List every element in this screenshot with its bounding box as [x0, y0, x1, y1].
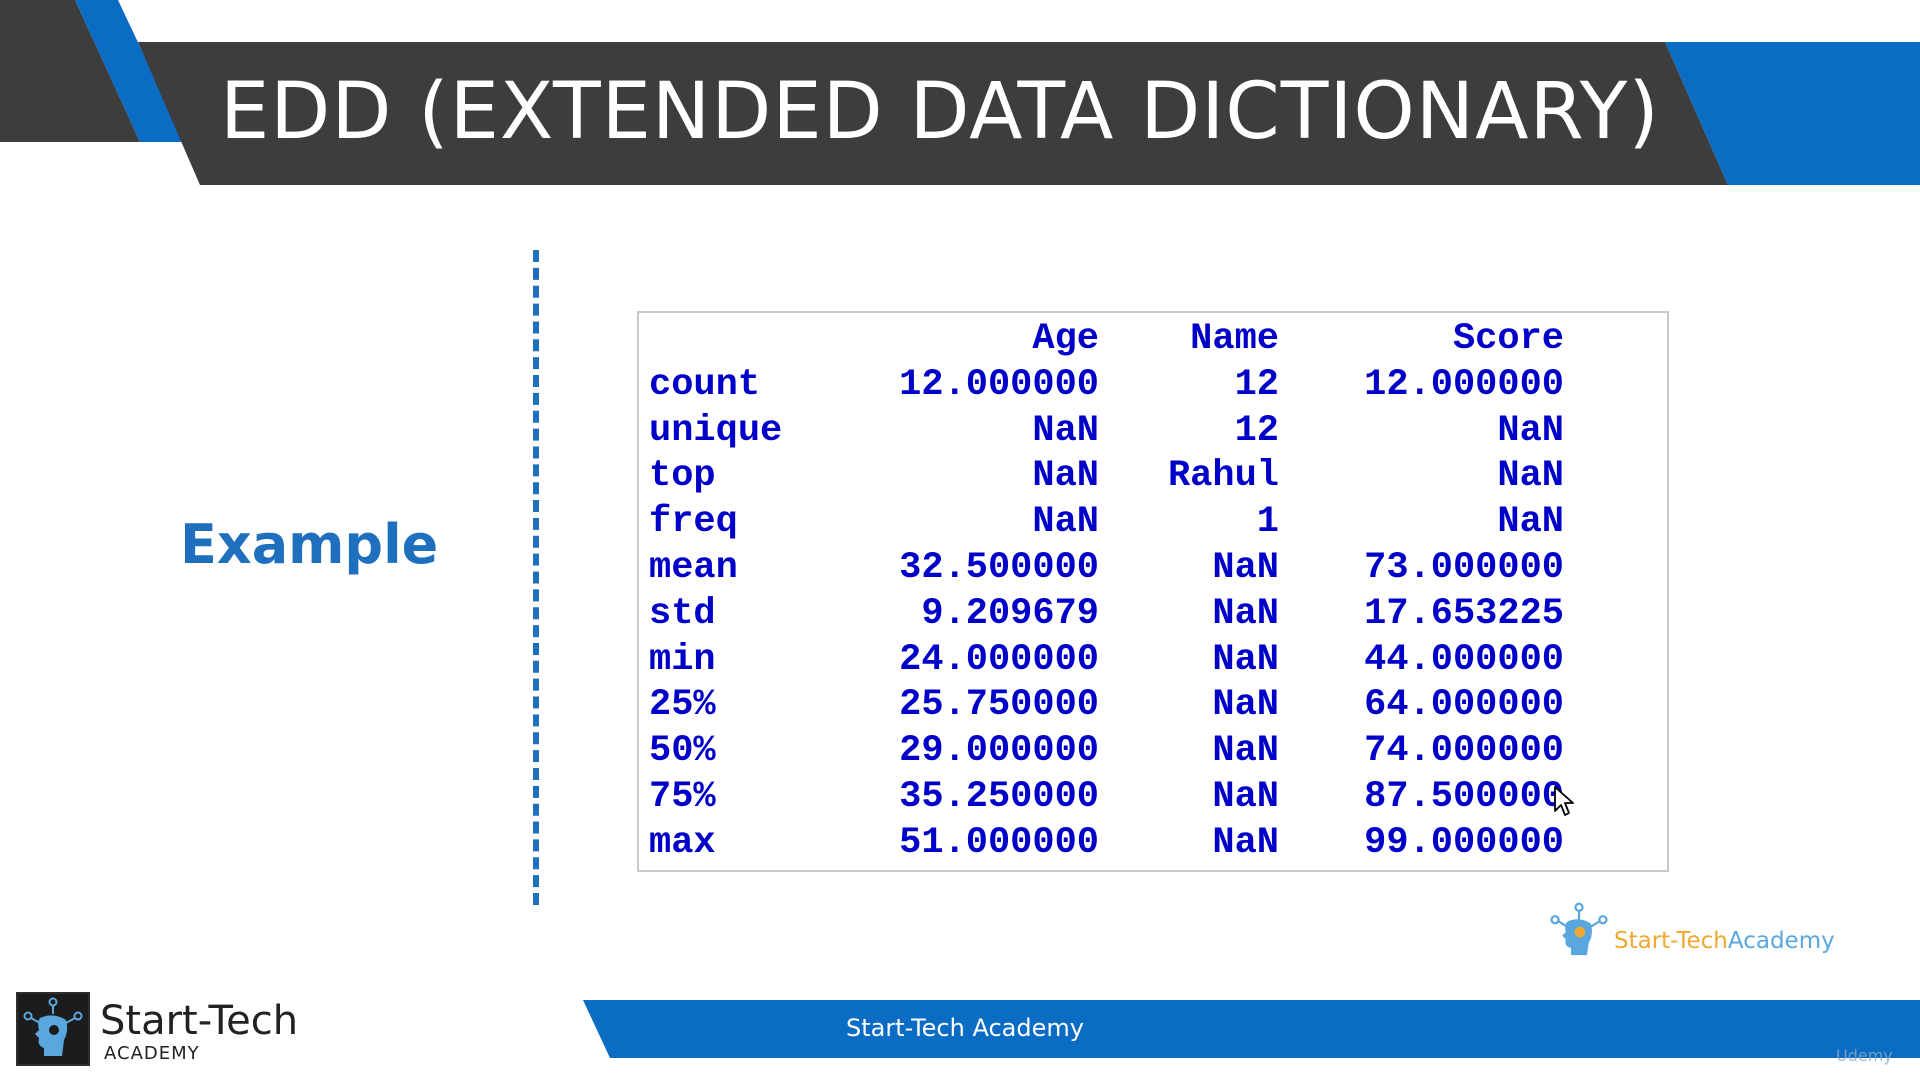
brand-watermark: Start-TechAcademy: [1548, 900, 1835, 970]
header-right-blue-band: [1665, 42, 1920, 185]
table-cell: NaN: [1212, 546, 1279, 589]
table-row-label: top: [649, 455, 716, 498]
table-cell: 35.250000: [899, 775, 1099, 818]
table-row-label: max: [649, 821, 716, 864]
table-row-label: 75%: [649, 775, 716, 818]
footer-blue-band: [583, 1000, 1920, 1058]
table-cell: NaN: [1032, 409, 1099, 452]
table-cell: NaN: [1212, 638, 1279, 681]
table-cell: 17.653225: [1364, 592, 1564, 635]
footer-text: Start-Tech Academy: [846, 1014, 1084, 1042]
header-left-dark-wedge: [0, 0, 140, 142]
table-cell: 12.000000: [899, 363, 1099, 406]
slide-title: EDD (EXTENDED DATA DICTIONARY): [220, 67, 1660, 157]
table-cell: NaN: [1212, 592, 1279, 635]
table-cell: NaN: [1497, 455, 1564, 498]
table-cell: NaN: [1032, 501, 1099, 544]
robot-head-icon: [1550, 902, 1608, 956]
table-cell: NaN: [1212, 775, 1279, 818]
table-row-label: std: [649, 592, 716, 635]
table-cell: NaN: [1212, 730, 1279, 773]
footer-logo: [16, 992, 90, 1066]
robot-head-icon: [23, 997, 83, 1056]
describe-table: Age Name Score count 12.000000 12 12.000…: [637, 311, 1669, 872]
dashed-divider: [533, 250, 539, 905]
table-row-label: freq: [649, 501, 738, 544]
example-label: Example: [180, 513, 439, 576]
table-cell: 1: [1256, 501, 1279, 544]
footer-logo-name: Start-Tech: [100, 998, 299, 1044]
brand-watermark-text: Start-TechAcademy: [1614, 928, 1835, 954]
table-cell: 87.500000: [1364, 775, 1564, 818]
table-cell: NaN: [1497, 409, 1564, 452]
footer-band: [583, 1000, 1920, 1058]
mouse-cursor-icon: [1554, 786, 1574, 816]
table-row-label: min: [649, 638, 716, 681]
table-header-cell: [649, 317, 859, 363]
table-row-label: unique: [649, 409, 783, 452]
table-cell: 12: [1234, 409, 1279, 452]
table-header-cell: Age: [1032, 318, 1099, 360]
brand-watermark-part2: Academy: [1727, 928, 1835, 954]
table-cell: NaN: [1212, 821, 1279, 864]
table-cell: Rahul: [1167, 455, 1279, 498]
table-cell: NaN: [1212, 684, 1279, 727]
table-cell: 9.209679: [921, 592, 1099, 635]
header-left-blue-stripe: [75, 0, 185, 142]
table-row-label: count: [649, 363, 761, 406]
table-cell: NaN: [1032, 455, 1099, 498]
table-cell: 99.000000: [1364, 821, 1564, 864]
table-row-label: 50%: [649, 730, 716, 773]
table-cell: 24.000000: [899, 638, 1099, 681]
table-cell: 51.000000: [899, 821, 1099, 864]
table-header-cell: Score: [1452, 318, 1564, 360]
table-header-cell: Name: [1190, 318, 1279, 360]
footer-logo-sub: ACADEMY: [104, 1043, 200, 1064]
table-cell: 12: [1234, 363, 1279, 406]
table-cell: 12.000000: [1364, 363, 1564, 406]
table-cell: 32.500000: [899, 546, 1099, 589]
table-cell: NaN: [1497, 501, 1564, 544]
table-cell: 64.000000: [1364, 684, 1564, 727]
table-cell: 44.000000: [1364, 638, 1564, 681]
table-cell: 74.000000: [1364, 730, 1564, 773]
describe-table-grid: Age Name Score count 12.000000 12 12.000…: [649, 317, 1564, 867]
header-dark-band: [138, 42, 1728, 185]
table-cell: 73.000000: [1364, 546, 1564, 589]
header-band: [0, 0, 1920, 185]
table-row-label: mean: [649, 546, 738, 589]
table-cell: 29.000000: [899, 730, 1099, 773]
table-row-label: 25%: [649, 684, 716, 727]
brand-watermark-part1: Start-Tech: [1614, 928, 1728, 954]
udemy-watermark: Udemy: [1836, 1046, 1893, 1065]
table-cell: 25.750000: [899, 684, 1099, 727]
